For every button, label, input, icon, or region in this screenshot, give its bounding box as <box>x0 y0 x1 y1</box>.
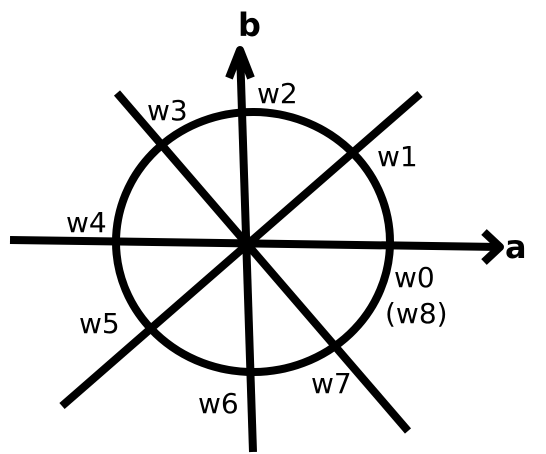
b-axis-arrowhead <box>225 46 255 80</box>
b-axis-line <box>236 49 257 453</box>
diagonal-line-w5-w1 <box>59 90 423 410</box>
point-label-w4: w4 <box>66 206 107 239</box>
point-label-w8: (w8) <box>385 297 448 330</box>
point-label-w1: w1 <box>377 140 418 173</box>
point-label-w3: w3 <box>147 94 188 127</box>
point-label-w5: w5 <box>79 307 120 340</box>
diagonal-line-w3-w7 <box>113 90 412 434</box>
a-axis-line <box>9 236 501 251</box>
point-label-w7: w7 <box>311 367 352 400</box>
axis-label-b: b <box>238 6 261 44</box>
point-label-w2: w2 <box>257 77 298 110</box>
axis-label-a: a <box>505 228 527 266</box>
point-label-w0: w0 <box>394 261 435 294</box>
a-axis-arrowhead <box>481 229 504 265</box>
point-label-w6: w6 <box>198 387 239 420</box>
